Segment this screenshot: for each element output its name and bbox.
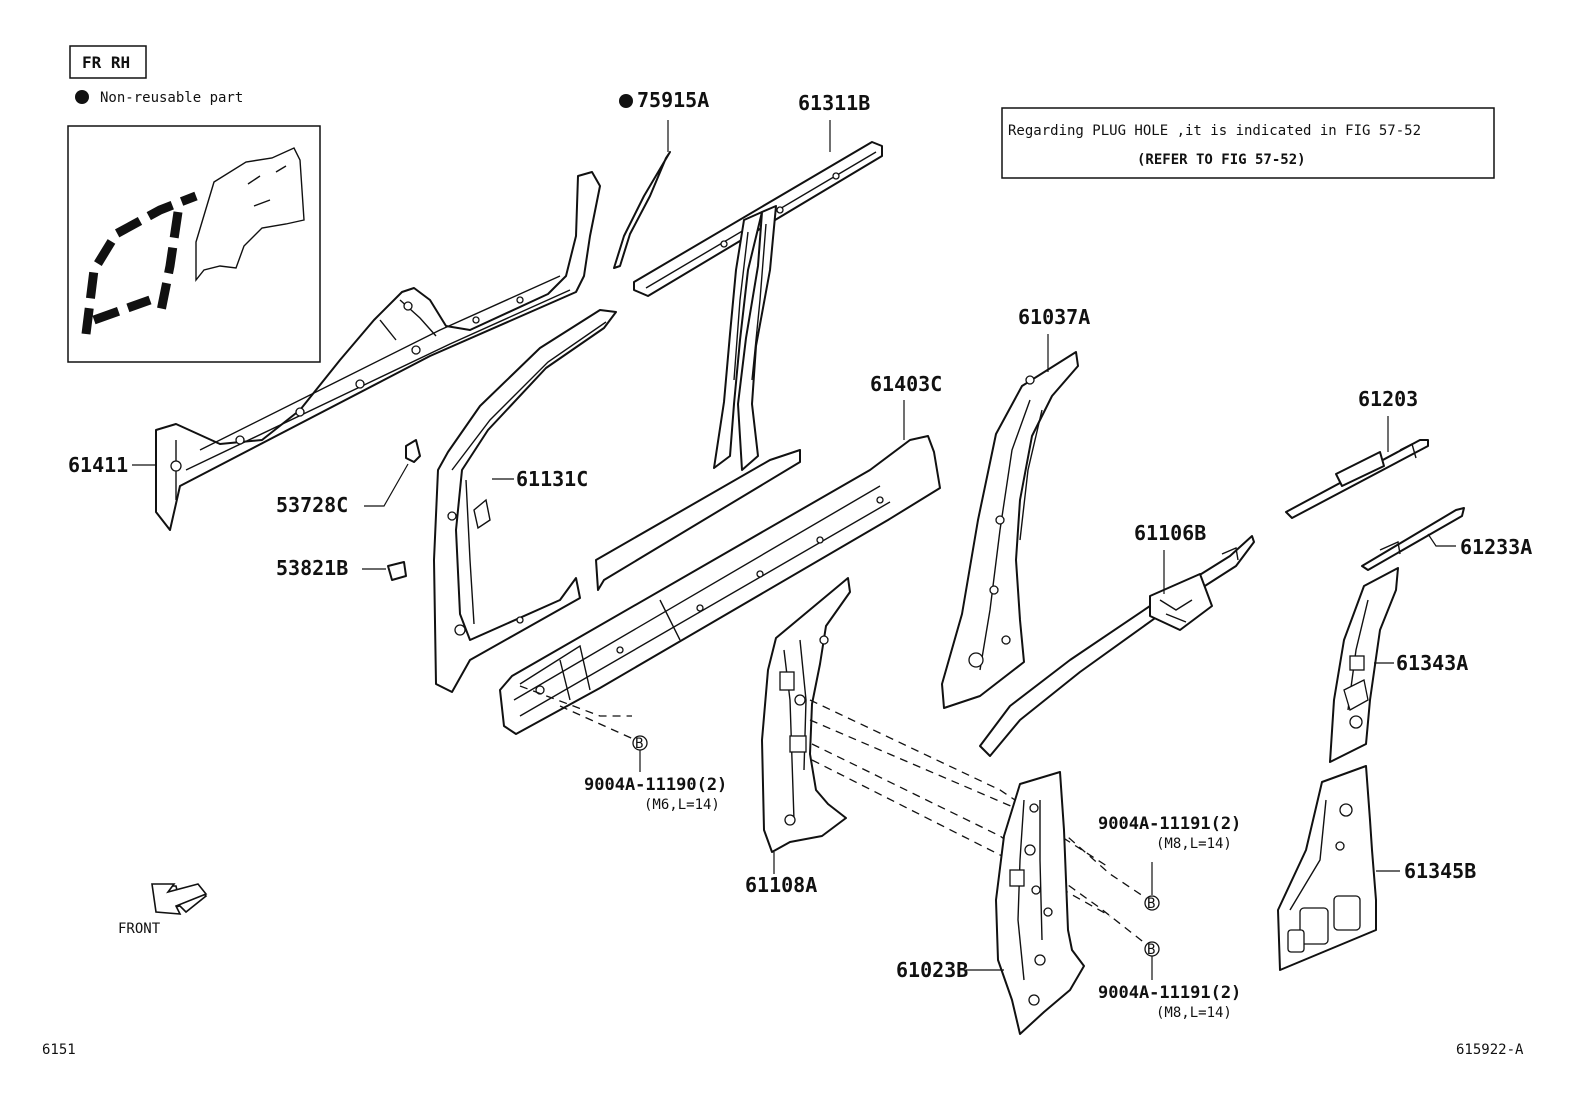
label-61108A[interactable]: 61108A [745,873,817,897]
label-61403C[interactable]: 61403C [870,372,942,396]
footer-right-code: 615922-A [1456,1042,1524,1058]
label-61345B[interactable]: 61345B [1404,859,1476,883]
label-61023B[interactable]: 61023B [896,958,968,982]
part-61131C-drawing [433,309,617,693]
bolt-spec-b1: (M6,L=14) [644,797,720,813]
part-61345B-drawing [1277,765,1377,971]
part-61106B-drawing [979,535,1255,757]
note-box [1001,107,1495,179]
label-61343A[interactable]: 61343A [1396,651,1468,675]
filled-circle-icon [619,94,633,108]
note-line1: Regarding PLUG HOLE ,it is indicated in … [1008,123,1421,139]
label-bolt-9004A-11191-lower[interactable]: 9004A-11191(2) [1098,983,1241,1003]
part-61203-drawing [1285,439,1429,519]
position-tag-box [69,45,147,79]
label-61411[interactable]: 61411 [68,453,128,477]
note-line2: (REFER TO FIG 57-52) [1137,152,1306,168]
bolt-marker-b2 [1144,895,1160,911]
label-61131C[interactable]: 61131C [516,467,588,491]
part-61023B-drawing [995,771,1085,1035]
inset-overview [67,125,321,363]
label-61203[interactable]: 61203 [1358,387,1418,411]
part-61037A-drawing [941,351,1079,709]
part-75915A-drawing [613,151,671,269]
part-53821B-drawing [387,561,407,581]
part-53728C-drawing [405,439,421,463]
label-53821B[interactable]: 53821B [276,556,348,580]
bolt-spec-b3: (M8,L=14) [1156,1005,1232,1021]
bolt-marker-b1-letter: B [635,736,643,752]
filled-circle-icon [75,90,89,104]
label-61311B[interactable]: 61311B [798,91,870,115]
legend-text: Non-reusable part [100,90,243,106]
label-75915A[interactable]: 75915A [637,88,709,112]
part-61233A-drawing [1361,507,1465,571]
part-61411-drawing [155,171,601,531]
part-61311B-drawing [633,141,883,471]
label-61037A[interactable]: 61037A [1018,305,1090,329]
bolt-spec-b2: (M8,L=14) [1156,836,1232,852]
label-bolt-9004A-11190[interactable]: 9004A-11190(2) [584,775,727,795]
front-arrow-icon [151,883,208,915]
label-53728C[interactable]: 53728C [276,493,348,517]
position-tag: FR RH [82,53,130,72]
label-bolt-9004A-11191-upper[interactable]: 9004A-11191(2) [1098,814,1241,834]
front-label: FRONT [118,921,161,937]
footer-left-code: 6151 [42,1042,76,1058]
part-61108A-drawing [761,577,851,853]
label-61106B[interactable]: 61106B [1134,521,1206,545]
bolt-marker-b3-letter: B [1147,942,1155,958]
bolt-marker-b2-letter: B [1147,896,1155,912]
label-61233A[interactable]: 61233A [1460,535,1532,559]
part-61343A-drawing [1329,567,1399,763]
part-61403C-drawing [499,435,941,735]
